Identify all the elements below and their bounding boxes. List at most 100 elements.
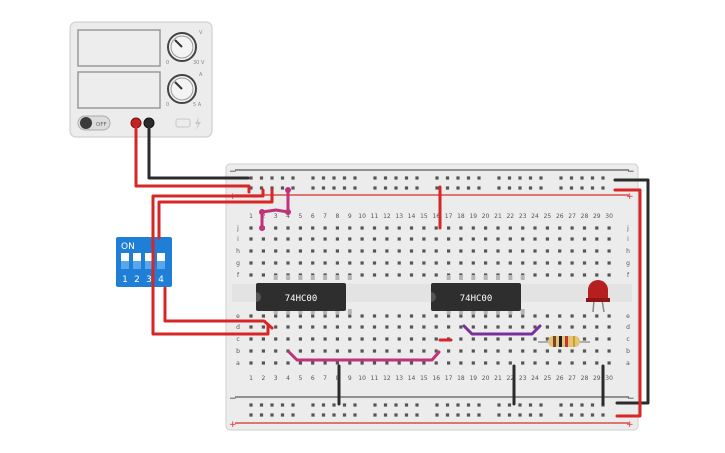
hole-g11[interactable] bbox=[372, 261, 377, 265]
hole-j6[interactable] bbox=[311, 226, 315, 230]
rail-top-minus-hole[interactable] bbox=[466, 176, 471, 180]
rail-top-minus-hole[interactable] bbox=[507, 176, 512, 180]
hole-i29[interactable] bbox=[595, 237, 599, 241]
rail-bottom-minus-hole[interactable] bbox=[332, 403, 336, 407]
hole-f2[interactable] bbox=[261, 273, 265, 277]
hole-b19[interactable] bbox=[471, 349, 475, 353]
hole-d1[interactable] bbox=[249, 325, 253, 329]
rail-top-plus-hole[interactable] bbox=[270, 186, 274, 190]
hole-d14[interactable] bbox=[409, 325, 414, 329]
rail-top-minus-hole[interactable] bbox=[394, 176, 398, 180]
hole-j15[interactable] bbox=[422, 226, 426, 230]
hole-f14[interactable] bbox=[409, 273, 414, 277]
hole-d11[interactable] bbox=[372, 325, 377, 329]
hole-j3[interactable] bbox=[274, 226, 278, 230]
rail-bottom-plus-hole[interactable] bbox=[342, 413, 347, 417]
hole-c30[interactable] bbox=[607, 337, 611, 341]
hole-c9[interactable] bbox=[348, 337, 352, 341]
hole-d2[interactable] bbox=[261, 325, 265, 329]
hole-a11[interactable] bbox=[372, 361, 377, 365]
hole-b26[interactable] bbox=[558, 349, 562, 353]
hole-e8[interactable] bbox=[335, 314, 339, 318]
hole-i21[interactable] bbox=[496, 237, 500, 241]
hole-j4[interactable] bbox=[286, 226, 290, 230]
wire-psu-positive[interactable] bbox=[134, 126, 251, 194]
hole-a13[interactable] bbox=[397, 361, 401, 365]
hole-i2[interactable] bbox=[261, 237, 265, 241]
hole-d15[interactable] bbox=[422, 325, 426, 329]
hole-f30[interactable] bbox=[607, 273, 611, 277]
hole-e12[interactable] bbox=[385, 314, 389, 318]
hole-j23[interactable] bbox=[521, 226, 525, 230]
rail-bottom-minus-hole[interactable] bbox=[404, 403, 409, 407]
rail-bottom-plus-hole[interactable] bbox=[415, 413, 419, 417]
hole-i22[interactable] bbox=[508, 237, 512, 241]
hole-j30[interactable] bbox=[607, 226, 611, 230]
hole-a21[interactable] bbox=[496, 361, 500, 365]
rail-bottom-minus-hole[interactable] bbox=[280, 403, 285, 407]
rail-bottom-plus-hole[interactable] bbox=[394, 413, 398, 417]
hole-h21[interactable] bbox=[496, 249, 500, 253]
rail-bottom-minus-hole[interactable] bbox=[466, 403, 471, 407]
hole-g13[interactable] bbox=[397, 261, 401, 265]
hole-e6[interactable] bbox=[311, 314, 315, 318]
rail-bottom-minus-hole[interactable] bbox=[249, 403, 253, 407]
hole-j19[interactable] bbox=[471, 226, 475, 230]
rail-top-plus-hole[interactable] bbox=[249, 186, 253, 190]
hole-i1[interactable] bbox=[249, 237, 253, 241]
resistor[interactable] bbox=[538, 336, 590, 347]
rail-bottom-plus-hole[interactable] bbox=[291, 413, 295, 417]
hole-h11[interactable] bbox=[372, 249, 377, 253]
hole-g28[interactable] bbox=[582, 261, 587, 265]
hole-d18[interactable] bbox=[459, 325, 463, 329]
rail-bottom-plus-hole[interactable] bbox=[321, 413, 326, 417]
rail-bottom-plus-hole[interactable] bbox=[280, 413, 285, 417]
hole-f10[interactable] bbox=[360, 273, 364, 277]
hole-a7[interactable] bbox=[323, 361, 327, 365]
hole-a5[interactable] bbox=[298, 361, 302, 365]
rail-top-plus-hole[interactable] bbox=[497, 186, 501, 190]
hole-e17[interactable] bbox=[447, 314, 451, 318]
rail-bottom-minus-hole[interactable] bbox=[383, 403, 388, 407]
hole-i10[interactable] bbox=[360, 237, 364, 241]
hole-j11[interactable] bbox=[372, 226, 377, 230]
hole-e5[interactable] bbox=[298, 314, 302, 318]
rail-top-minus-hole[interactable] bbox=[311, 176, 315, 180]
rail-top-plus-hole[interactable] bbox=[394, 186, 398, 190]
rail-bottom-minus-hole[interactable] bbox=[353, 403, 357, 407]
hole-a4[interactable] bbox=[286, 361, 290, 365]
rail-top-minus-hole[interactable] bbox=[445, 176, 450, 180]
hole-h24[interactable] bbox=[533, 249, 537, 253]
rail-bottom-plus-hole[interactable] bbox=[249, 413, 253, 417]
rail-bottom-plus-hole[interactable] bbox=[528, 413, 533, 417]
hole-b16[interactable] bbox=[434, 349, 438, 353]
hole-a27[interactable] bbox=[570, 361, 574, 365]
rail-bottom-minus-hole[interactable] bbox=[569, 403, 574, 407]
rail-top-minus-hole[interactable] bbox=[291, 176, 295, 180]
rail-top-plus-hole[interactable] bbox=[342, 186, 347, 190]
hole-d4[interactable] bbox=[286, 325, 290, 329]
hole-e4[interactable] bbox=[286, 314, 290, 318]
hole-a2[interactable] bbox=[261, 361, 265, 365]
hole-b30[interactable] bbox=[607, 349, 611, 353]
hole-e2[interactable] bbox=[261, 314, 265, 318]
hole-a6[interactable] bbox=[311, 361, 315, 365]
hole-d6[interactable] bbox=[311, 325, 315, 329]
rail-bottom-minus-hole[interactable] bbox=[342, 403, 347, 407]
hole-c22[interactable] bbox=[508, 337, 512, 341]
hole-h8[interactable] bbox=[335, 249, 339, 253]
hole-j22[interactable] bbox=[508, 226, 512, 230]
hole-e15[interactable] bbox=[422, 314, 426, 318]
wire-right-rail-red[interactable] bbox=[613, 188, 642, 418]
hole-j26[interactable] bbox=[558, 226, 562, 230]
hole-c16[interactable] bbox=[434, 337, 438, 341]
rail-top-minus-hole[interactable] bbox=[383, 176, 388, 180]
rail-top-plus-hole[interactable] bbox=[332, 186, 336, 190]
hole-d12[interactable] bbox=[385, 325, 389, 329]
rail-top-plus-hole[interactable] bbox=[383, 186, 388, 190]
rail-top-plus-hole[interactable] bbox=[456, 186, 460, 190]
hole-h1[interactable] bbox=[249, 249, 253, 253]
hole-e1[interactable] bbox=[249, 314, 253, 318]
hole-i5[interactable] bbox=[298, 237, 302, 241]
rail-bottom-minus-hole[interactable] bbox=[311, 403, 315, 407]
